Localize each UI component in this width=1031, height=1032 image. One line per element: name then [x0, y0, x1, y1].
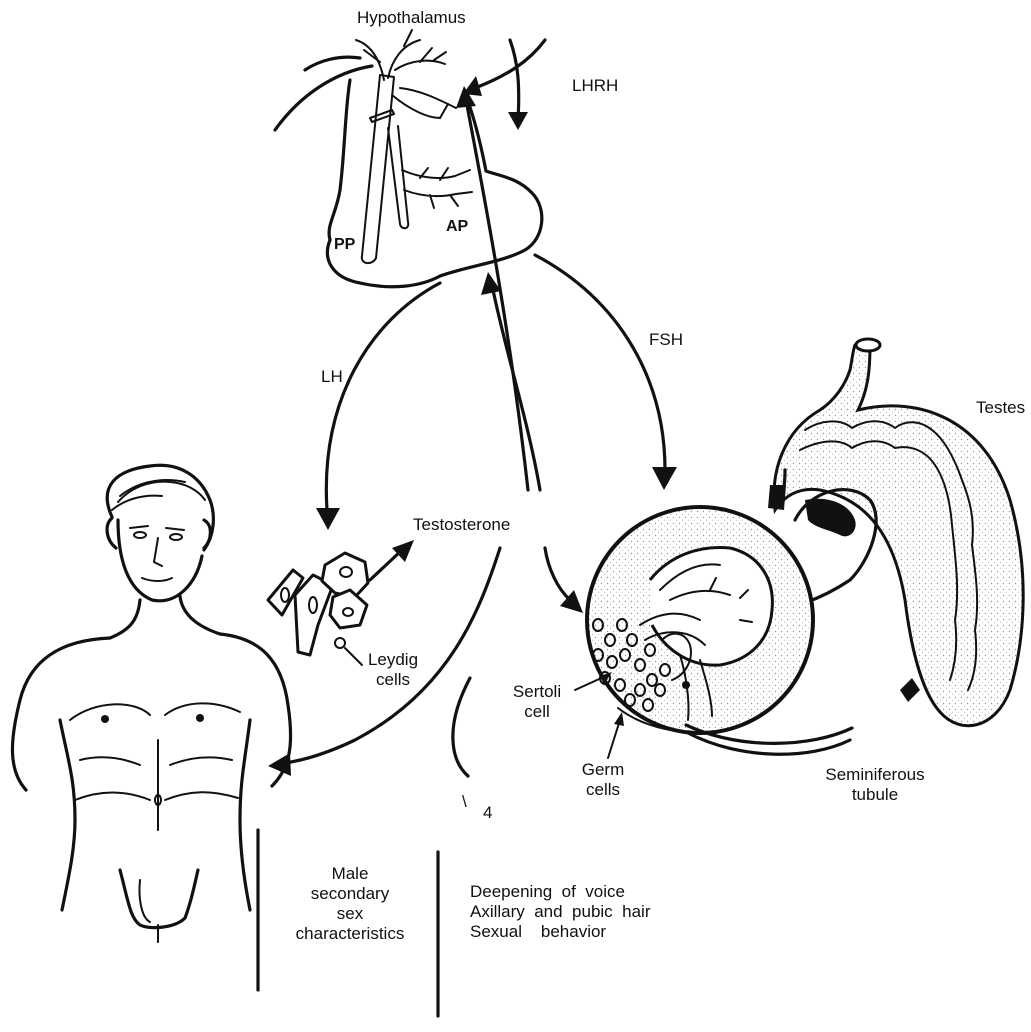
- label-seminiferous-line-2: tubule: [812, 785, 938, 805]
- label-leydig-cells: Leydig cells: [360, 650, 426, 690]
- label-lhrh: LHRH: [572, 76, 618, 96]
- label-seminiferous-line-1: Seminiferous: [812, 765, 938, 785]
- label-lh: LH: [321, 367, 343, 387]
- pituitary-gland: [275, 30, 542, 287]
- testosterone-feedback: [456, 86, 540, 490]
- label-testosterone: Testosterone: [413, 515, 510, 535]
- label-male-line-2: secondary: [280, 884, 420, 904]
- label-germ-line-2: cells: [574, 780, 632, 800]
- label-effects: Deepening of voice Axillary and pubic ha…: [470, 882, 650, 942]
- label-germ-cells: Germ cells: [574, 760, 632, 800]
- label-ap: AP: [446, 218, 468, 237]
- label-germ-line-1: Germ: [574, 760, 632, 780]
- label-male-line-1: Male: [280, 864, 420, 884]
- label-sertoli-line-1: Sertoli: [504, 682, 570, 702]
- label-effect-behavior: Sexual behavior: [470, 922, 650, 942]
- lh-arrow: [316, 283, 440, 530]
- label-pp: PP: [334, 236, 355, 255]
- leydig-cells-illustration: [268, 553, 368, 665]
- label-male-line-4: characteristics: [280, 924, 420, 944]
- lhrh-arrows: [463, 40, 545, 130]
- label-hypothalamus: Hypothalamus: [357, 8, 466, 28]
- seminiferous-tubule-illustration: [575, 507, 852, 758]
- label-number: 4: [483, 803, 492, 823]
- label-seminiferous-tubule: Seminiferous tubule: [812, 765, 938, 805]
- label-effect-voice: Deepening of voice: [470, 882, 650, 902]
- fsh-arrow: [535, 255, 677, 490]
- label-leydig-line-1: Leydig: [360, 650, 426, 670]
- label-male-secondary: Male secondary sex characteristics: [280, 864, 420, 944]
- label-leydig-line-2: cells: [360, 670, 426, 690]
- male-figure: [12, 465, 290, 942]
- label-sertoli-cell: Sertoli cell: [504, 682, 570, 722]
- label-testes: Testes: [976, 398, 1025, 418]
- label-male-line-3: sex: [280, 904, 420, 924]
- label-sertoli-line-2: cell: [504, 702, 570, 722]
- label-effect-hair: Axillary and pubic hair: [470, 902, 650, 922]
- label-fsh: FSH: [649, 330, 683, 350]
- label-marker: \: [462, 792, 467, 812]
